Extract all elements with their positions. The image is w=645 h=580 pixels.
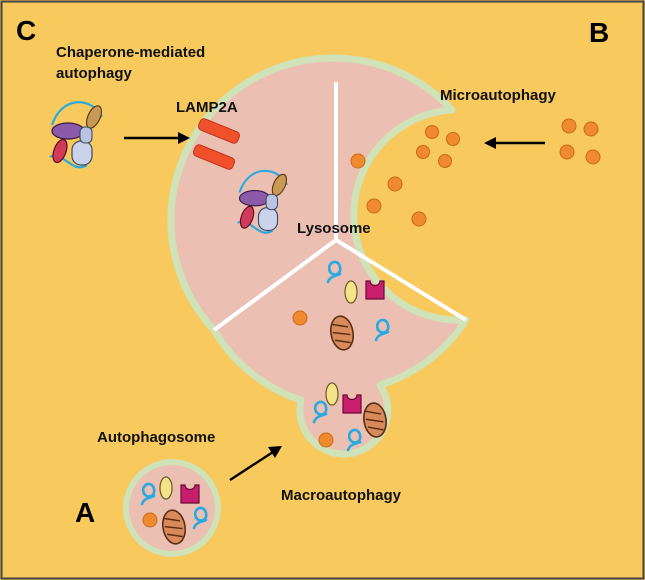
label-macroautophagy: Macroautophagy bbox=[281, 487, 402, 504]
divider-left bbox=[212, 238, 338, 332]
autophagosome bbox=[123, 459, 221, 557]
panel-label-a: A bbox=[75, 497, 95, 528]
panel-label-c: C bbox=[16, 15, 36, 46]
label-lysosome: Lysosome bbox=[297, 220, 371, 237]
micro-invagination-cargo bbox=[416, 125, 460, 168]
micro-external-cargo bbox=[559, 118, 601, 165]
lysosome-cargo-macro bbox=[292, 260, 390, 353]
label-cma-line1: Chaperone-mediated bbox=[56, 44, 205, 61]
label-cma-line2: autophagy bbox=[56, 65, 132, 82]
label-microautophagy: Microautophagy bbox=[440, 87, 556, 104]
lysosome bbox=[167, 54, 470, 458]
panel-label-b: B bbox=[589, 17, 609, 48]
divider-right bbox=[334, 238, 468, 322]
label-autophagosome: Autophagosome bbox=[97, 429, 215, 446]
lamp2a-channel bbox=[192, 118, 241, 170]
arrows bbox=[124, 132, 545, 482]
label-lamp2a: LAMP2A bbox=[176, 99, 238, 116]
lysosome-cargo-micro bbox=[350, 153, 427, 227]
fused-vesicle-cargo bbox=[312, 382, 390, 452]
